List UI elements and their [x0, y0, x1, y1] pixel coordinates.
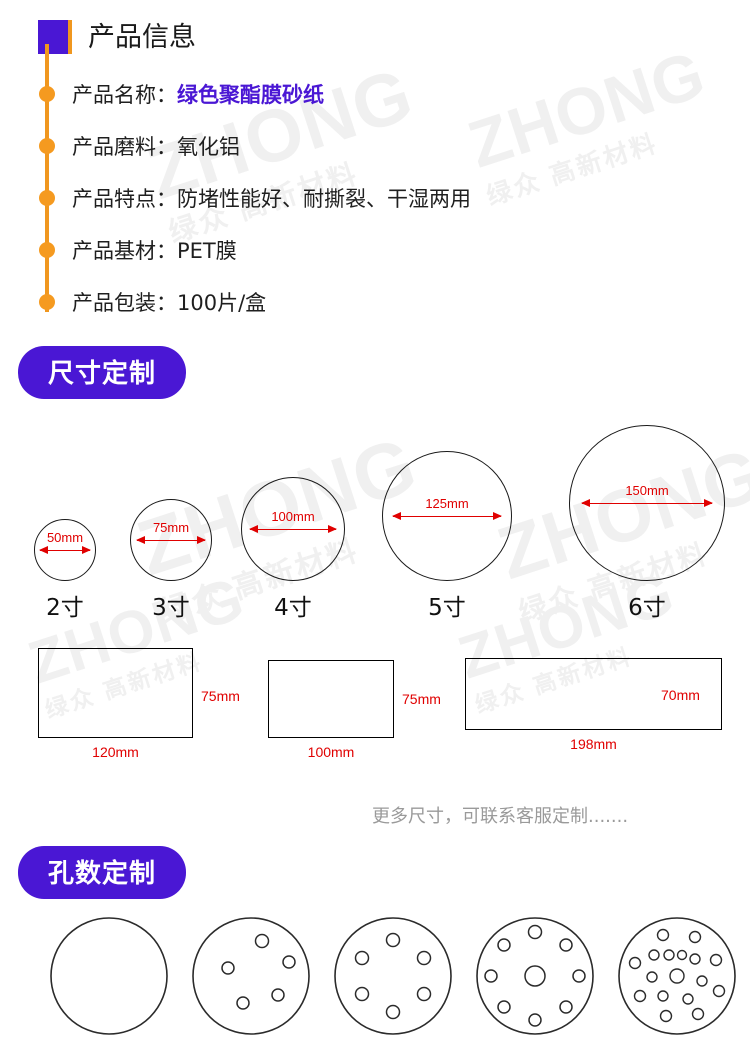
timeline-dot-icon	[39, 242, 55, 258]
arrow-left-icon	[136, 536, 146, 544]
product-info-rows: 产品名称： 绿色聚酯膜砂纸 产品磨料： 氧化铝 产品特点： 防堵性能好、耐撕裂、…	[0, 68, 750, 328]
arrow-right-icon	[82, 546, 92, 554]
hole-disc-item	[616, 915, 738, 1037]
dimension-label: 75mm	[152, 520, 190, 535]
dimension-label: 50mm	[46, 530, 84, 545]
product-info-row: 产品包装： 100片/盒	[0, 276, 750, 328]
hole-disc-item	[48, 915, 170, 1037]
size-rectangle-item: 198mm 70mm	[465, 658, 722, 752]
hole-disc-item	[474, 915, 596, 1037]
size-circle-item: 100mm 4寸	[238, 477, 348, 622]
row-value: 100片/盒	[177, 291, 267, 315]
timeline-dot-icon	[39, 138, 55, 154]
rectangle-shape	[465, 658, 722, 730]
product-info-row: 产品基材： PET膜	[0, 224, 750, 276]
row-label: 产品磨料：	[72, 135, 177, 159]
rect-width-label: 100mm	[307, 744, 355, 760]
dimension-line	[39, 550, 91, 551]
badge-rest-text: 定制	[102, 359, 157, 389]
rect-height-label: 75mm	[402, 691, 441, 707]
arrow-left-icon	[249, 525, 259, 533]
size-circle-item: 150mm 6寸	[568, 425, 726, 622]
circle-shape: 75mm	[130, 499, 212, 581]
dimension-line	[137, 540, 205, 541]
size-circles-row: 50mm 2寸 75mm 3寸	[0, 407, 750, 622]
row-value: 绿色聚酯膜砂纸	[177, 83, 324, 107]
timeline-dot-icon	[39, 294, 55, 310]
size-rectangles-row: 120mm 75mm 100mm 75mm 198mm 70mm	[0, 644, 750, 794]
timeline-dot-icon	[39, 86, 55, 102]
size-caption: 5寸	[428, 595, 466, 621]
dimension-label: 125mm	[425, 496, 469, 511]
disc-0-holes-icon	[50, 917, 168, 1035]
size-caption: 3寸	[152, 595, 190, 621]
size-caption: 4寸	[274, 595, 312, 621]
size-caption: 2寸	[46, 595, 84, 621]
disc-6-holes-icon	[334, 917, 452, 1035]
row-value: PET膜	[177, 239, 237, 263]
badge-strong-text: 孔数	[48, 859, 103, 889]
rect-width-label: 120mm	[92, 744, 139, 760]
hole-section: 孔数定制	[0, 846, 750, 1037]
hole-disc-item	[332, 915, 454, 1037]
size-circle-item: 50mm 2寸	[22, 519, 108, 622]
hole-section-badge: 孔数定制	[18, 846, 187, 899]
rect-width-label: 198mm	[570, 736, 617, 752]
hole-discs-row	[0, 917, 750, 1037]
product-info-row: 产品磨料： 氧化铝	[0, 120, 750, 172]
circle-shape: 150mm	[569, 425, 725, 581]
size-section-badge: 尺寸定制	[18, 346, 187, 399]
arrow-left-icon	[38, 546, 48, 554]
hole-disc-item	[190, 915, 312, 1037]
row-label: 产品基材：	[72, 239, 177, 263]
row-label: 产品名称：	[72, 83, 177, 107]
page-title: 产品信息	[88, 21, 196, 53]
row-value: 防堵性能好、耐撕裂、干湿两用	[177, 187, 471, 211]
product-info-section: 产品信息 产品名称： 绿色聚酯膜砂纸 产品磨料： 氧化铝 产品特点： 防堵性能好…	[0, 0, 750, 328]
disc-5-holes-icon	[192, 917, 310, 1035]
dimension-label: 100mm	[271, 509, 315, 524]
arrow-left-icon	[581, 499, 591, 507]
row-label: 产品特点：	[72, 187, 177, 211]
timeline-dot-icon	[39, 190, 55, 206]
size-rectangle-item: 100mm 75mm	[268, 660, 441, 760]
row-label: 产品包装：	[72, 291, 177, 315]
dimension-line	[582, 503, 712, 504]
size-section: 尺寸定制 50mm 2寸	[0, 346, 750, 844]
dimension-line	[393, 516, 501, 517]
disc-9-holes-icon	[476, 917, 594, 1035]
product-info-row: 产品特点： 防堵性能好、耐撕裂、干湿两用	[0, 172, 750, 224]
row-value: 氧化铝	[177, 135, 240, 159]
arrow-right-icon	[327, 525, 337, 533]
size-rectangle-item: 120mm 75mm	[38, 648, 240, 760]
arrow-left-icon	[392, 512, 402, 520]
arrow-right-icon	[703, 499, 713, 507]
disc-17-holes-icon	[618, 917, 736, 1035]
rect-height-label: 70mm	[661, 687, 700, 703]
circle-shape: 50mm	[34, 519, 96, 581]
dimension-label: 150mm	[625, 483, 669, 498]
arrow-right-icon	[196, 536, 206, 544]
timeline-line	[45, 44, 49, 312]
size-caption: 6寸	[628, 595, 666, 621]
rectangle-shape	[268, 660, 394, 738]
dimension-line	[250, 529, 336, 530]
size-circle-item: 125mm 5寸	[381, 451, 513, 622]
badge-strong-text: 尺寸	[48, 359, 103, 389]
custom-size-note: 更多尺寸，可联系客服定制.......	[372, 806, 629, 827]
purple-square-icon	[38, 20, 72, 54]
rectangle-shape	[38, 648, 193, 738]
rect-height-label: 75mm	[201, 688, 240, 704]
arrow-right-icon	[492, 512, 502, 520]
product-info-header: 产品信息	[0, 14, 750, 60]
badge-rest-text: 定制	[102, 859, 157, 889]
size-circle-item: 75mm 3寸	[123, 499, 219, 622]
size-note-wrap: 更多尺寸，可联系客服定制.......	[0, 794, 750, 844]
circle-shape: 100mm	[241, 477, 345, 581]
product-info-row: 产品名称： 绿色聚酯膜砂纸	[0, 68, 750, 120]
circle-shape: 125mm	[382, 451, 512, 581]
